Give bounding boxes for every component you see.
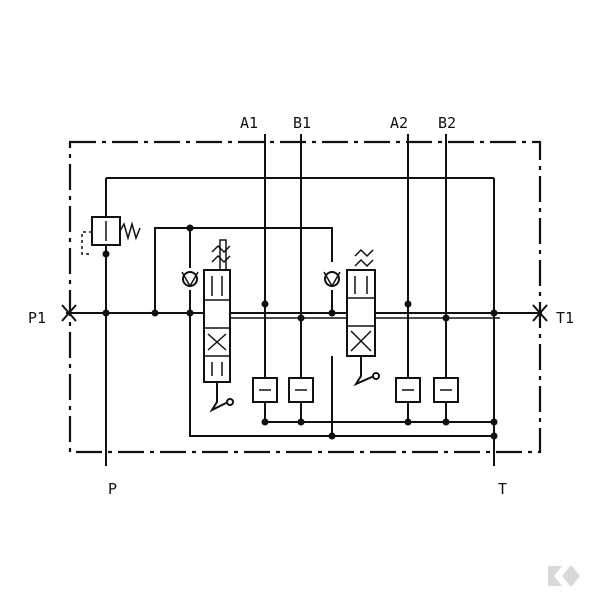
- spool-valve-2: [346, 248, 376, 357]
- junction-dots: [102, 224, 498, 440]
- pilot-line: [154, 227, 333, 313]
- t1-port-cross: [532, 304, 548, 322]
- port-relief-b1: [288, 377, 314, 403]
- port-label-a1: A1: [240, 114, 258, 132]
- port-label-p1: P1: [28, 309, 46, 327]
- valve-body-outline: [68, 140, 542, 454]
- port-label-b1: B1: [293, 114, 311, 132]
- port-label-b2: B2: [438, 114, 456, 132]
- port-relief-b2: [433, 377, 459, 403]
- spool-1-lever: [209, 382, 229, 413]
- spool-valve-1: [203, 239, 231, 383]
- port-relief-a2: [395, 377, 421, 403]
- check-valve-1-icon: [181, 271, 199, 288]
- port-label-t: T: [498, 480, 507, 498]
- port-label-a2: A2: [390, 114, 408, 132]
- drain-line: [189, 313, 494, 437]
- relief-valve: [81, 216, 141, 255]
- port-label-p: P: [108, 480, 117, 498]
- p1-port-cross: [61, 304, 77, 322]
- port-relief-a1: [252, 377, 278, 403]
- check-valve-2-icon: [323, 271, 341, 288]
- spool-2-lever: [353, 356, 375, 387]
- k-logo-watermark-icon: [548, 566, 588, 586]
- port-label-t1: T1: [556, 309, 574, 327]
